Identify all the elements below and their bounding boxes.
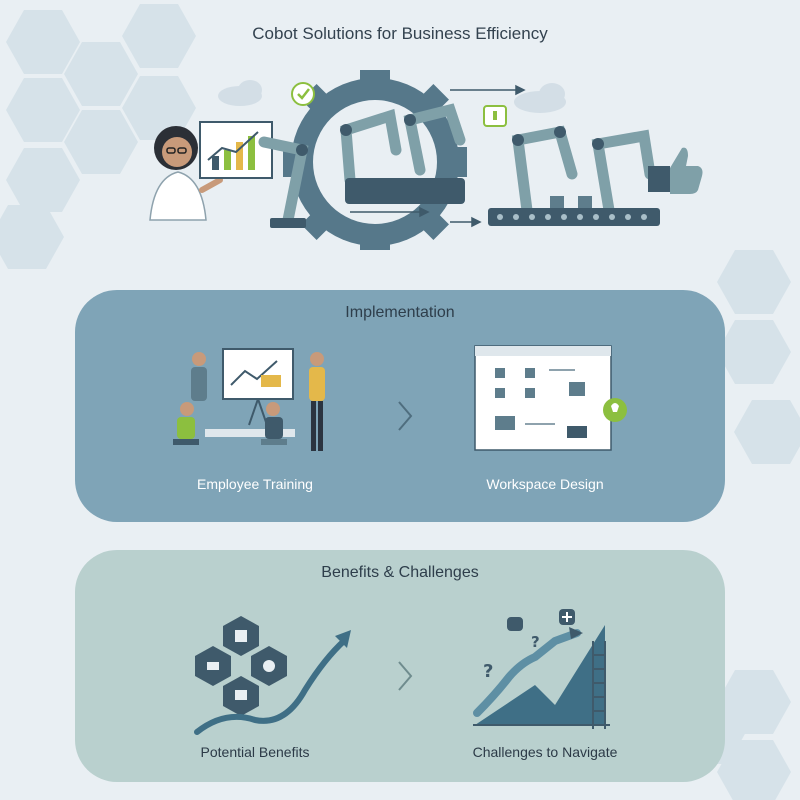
benefits-challenges-title: Benefits & Challenges bbox=[321, 564, 479, 581]
chevron-right-icon bbox=[398, 661, 413, 691]
conveyor-icon bbox=[345, 178, 660, 226]
check-icon bbox=[291, 82, 315, 106]
challenges-illustration: ? ? bbox=[473, 609, 610, 729]
hero-illustration bbox=[149, 70, 703, 250]
thumbs-up-icon bbox=[648, 147, 703, 194]
employee-training-caption: Employee Training bbox=[197, 476, 313, 492]
chart-board-icon bbox=[199, 121, 273, 179]
page-title: Cobot Solutions for Business Efficiency bbox=[252, 24, 548, 43]
question-icon: ? bbox=[483, 661, 493, 682]
blueprint-illustration bbox=[474, 345, 627, 451]
challenges-caption: Challenges to Navigate bbox=[472, 744, 618, 760]
chevron-right-icon bbox=[398, 401, 413, 431]
folder-icon bbox=[507, 617, 523, 631]
ladder-icon bbox=[592, 641, 606, 729]
idea-bubble-icon bbox=[483, 105, 507, 127]
implementation-title: Implementation bbox=[345, 304, 455, 321]
scientist-icon bbox=[149, 126, 223, 221]
cloud-icon bbox=[218, 80, 566, 113]
benefits-illustration bbox=[194, 616, 351, 735]
question-icon: ? bbox=[531, 633, 540, 651]
meeting-illustration bbox=[173, 348, 325, 451]
potential-benefits-caption: Potential Benefits bbox=[200, 744, 310, 760]
implementation-panel: Implementation E bbox=[75, 290, 725, 522]
benefits-challenges-panel: Benefits & Challenges ? ? bbox=[75, 550, 725, 782]
workspace-design-caption: Workspace Design bbox=[486, 476, 604, 492]
